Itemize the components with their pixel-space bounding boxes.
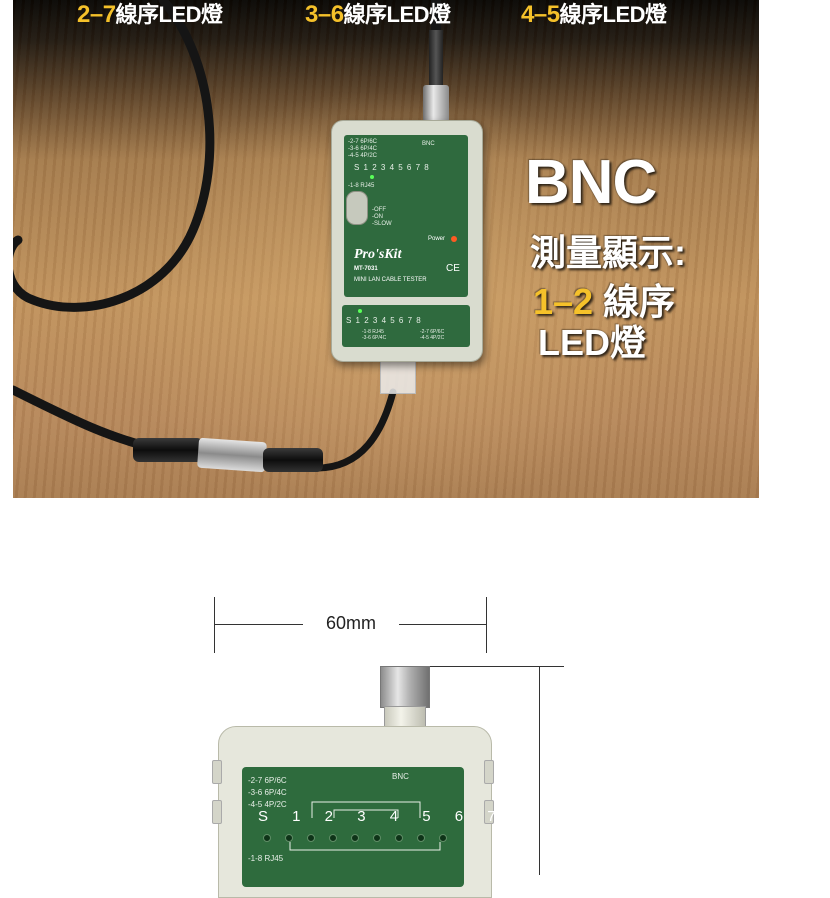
panel-led xyxy=(285,834,293,842)
legend-line-1: -2-7 6P/6C xyxy=(348,139,378,145)
banner-item-3-6: 3–6線序LED燈 xyxy=(305,0,451,29)
height-line xyxy=(539,666,540,875)
bnc-coupler xyxy=(197,437,267,473)
bottom-legend-left-1: -1-8 RJ45 xyxy=(362,329,384,335)
led-lit-bottom xyxy=(358,309,362,313)
height-tick-top xyxy=(427,666,564,667)
pin-numbers-top: S 1 2 3 4 5 6 7 8 xyxy=(354,163,430,172)
tester-panel-bottom: S 1 2 3 4 5 6 7 8 -1-8 RJ45 -3-6 6P/4C -… xyxy=(342,305,470,347)
panel-pin-numbers: S 1 2 3 4 5 6 7 8 xyxy=(258,808,539,825)
panel-legend-3: -4-5 4P/2C xyxy=(248,800,287,809)
panel-led xyxy=(263,834,271,842)
banner-text: 線序LED燈 xyxy=(343,2,452,27)
bottom-legend-right-2: -4-5 4P/2C xyxy=(420,335,445,341)
width-tick-left xyxy=(214,597,215,653)
side-grip-left-2 xyxy=(212,800,222,824)
pin-numbers-bottom: S 1 2 3 4 5 6 7 8 xyxy=(346,316,422,325)
ce-mark: CE xyxy=(446,263,460,274)
led-lit xyxy=(370,175,374,179)
overlay-line-3: 1–2 線序 xyxy=(533,273,675,325)
switch-slow-label: -SLOW xyxy=(372,221,392,227)
cable-tester: -2-7 6P/6C -3-6 6P/4C -4-5 4P/2C BNC S 1… xyxy=(331,120,483,362)
banner-item-2-7: 2–7線序LED燈 xyxy=(77,0,223,29)
bottom-legend-left-2: -3-6 6P/4C xyxy=(362,335,387,341)
panel-led xyxy=(395,834,403,842)
overlay-line-3-text: 線序 xyxy=(593,281,676,322)
switch-on-label: -ON xyxy=(372,214,383,220)
banner-num: 3–6 xyxy=(305,1,344,28)
banner-num: 4–5 xyxy=(521,1,560,28)
bnc-label: BNC xyxy=(422,141,435,147)
rj45-label: -1-8 RJ45 xyxy=(348,183,375,189)
bnc-plug-right xyxy=(263,448,323,472)
panel-led xyxy=(439,834,447,842)
legend-line-2: -3-6 6P/4C xyxy=(348,146,378,152)
banner-num: 2–7 xyxy=(77,1,116,28)
power-led xyxy=(451,236,457,242)
brand-logo: Pro'sKit xyxy=(354,247,402,262)
panel-led xyxy=(307,834,315,842)
overlay-line-3-num: 1–2 xyxy=(533,281,594,322)
side-grip-left xyxy=(212,760,222,784)
bnc-connector-diagram xyxy=(380,666,430,708)
side-grip-right-2 xyxy=(484,800,494,824)
overlay-title: BNC xyxy=(525,148,657,217)
bottom-legend-right-1: -2-7 6P/6C xyxy=(420,329,445,335)
banner-text: 線序LED燈 xyxy=(115,2,224,27)
panel-led xyxy=(373,834,381,842)
product-description: MINI LAN CABLE TESTER xyxy=(354,277,427,283)
power-label: Power xyxy=(428,236,446,242)
product-photo: -2-7 6P/6C -3-6 6P/4C -4-5 4P/2C BNC S 1… xyxy=(13,0,759,498)
switch-off-label: -OFF xyxy=(372,207,386,213)
panel-legend-2: -3-6 6P/4C xyxy=(248,788,287,797)
width-dimension-label: 60mm xyxy=(303,613,399,634)
banner-item-4-5: 4–5線序LED燈 xyxy=(521,0,667,29)
model-number: MT-7031 xyxy=(354,266,378,272)
overlay-subtitle: 測量顯示: xyxy=(530,232,686,273)
banner-text: 線序LED燈 xyxy=(559,2,668,27)
banner: 2–7線序LED燈 3–6線序LED燈 4–5線序LED燈 xyxy=(13,0,759,34)
width-tick-right xyxy=(486,597,487,653)
overlay-line-4: LED燈 xyxy=(538,322,647,363)
panel-bnc-label: BNC xyxy=(392,772,409,781)
panel-legend-1: -2-7 6P/6C xyxy=(248,776,287,785)
tester-panel-diagram xyxy=(242,767,464,887)
panel-led xyxy=(417,834,425,842)
panel-rj45-label: -1-8 RJ45 xyxy=(248,854,284,863)
panel-led xyxy=(351,834,359,842)
mode-switch xyxy=(346,191,368,225)
coax-cable-left-loop xyxy=(13,0,215,312)
legend-line-3: -4-5 4P/2C xyxy=(348,153,378,159)
panel-led xyxy=(329,834,337,842)
side-grip-right xyxy=(484,760,494,784)
bnc-cable-top xyxy=(429,30,443,90)
bnc-plug-left xyxy=(133,438,203,462)
